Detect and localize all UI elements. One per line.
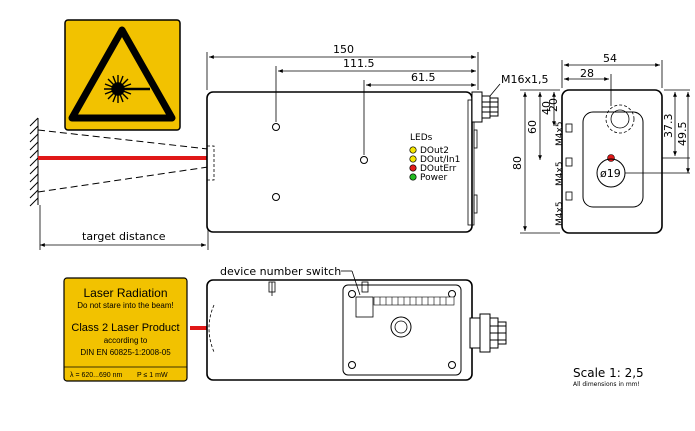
- device-number-switch: [355, 296, 374, 318]
- laser-label-class: Class 2 Laser Product: [71, 322, 179, 334]
- scale-note: All dimensions in mm!: [573, 381, 640, 388]
- led-dot-dout2: [409, 146, 417, 154]
- dim-54: 54: [603, 52, 617, 65]
- laser-warning-sign: [64, 19, 181, 131]
- dim-111-5: 111.5: [343, 57, 375, 70]
- dim-dia19: ø19: [600, 167, 621, 180]
- target-distance-label: target distance: [82, 230, 166, 243]
- laser-label-power: P ≤ 1 mW: [137, 372, 168, 379]
- led-dot-dout-in1: [409, 155, 417, 163]
- dim-m4x5-mid: M4x5: [555, 161, 565, 186]
- dim-28: 28: [580, 67, 594, 80]
- led-label-dout-in1: DOut/In1: [420, 155, 460, 165]
- dim-60: 60: [526, 120, 539, 134]
- led-dot-douterr: [409, 164, 417, 172]
- laser-beam: [37, 129, 209, 193]
- sensor-front-view: ø19: [561, 89, 663, 234]
- dim-20: 20: [547, 98, 560, 112]
- laser-label-wavelength: λ = 620...690 nm: [70, 372, 123, 379]
- dim-37-3: 37.3: [662, 114, 675, 139]
- dim-80: 80: [511, 156, 524, 170]
- dim-thread: M16x1,5: [501, 73, 549, 86]
- laser-label-warning: Do not stare into the beam!: [77, 301, 174, 310]
- sensor-body-side: [206, 91, 478, 233]
- sensor-body-bottom: [206, 279, 473, 381]
- laser-starburst-icon: [104, 75, 150, 103]
- laser-class-label: Laser Radiation Do not stare into the be…: [63, 277, 188, 382]
- leds-title: LEDs: [410, 133, 433, 143]
- dim-150: 150: [333, 43, 354, 56]
- laser-label-according: according to: [104, 336, 148, 345]
- led-label-power: Power: [420, 173, 448, 183]
- dim-m4x5-bottom: M4x5: [555, 201, 565, 226]
- led-legend: LEDs DOut2 DOut/In1 DOutErr Power: [409, 133, 460, 183]
- dim-40: 40: [540, 101, 553, 115]
- led-label-douterr: DOutErr: [420, 164, 456, 174]
- dim-49-5: 49.5: [676, 122, 689, 147]
- device-switch-leader: [341, 270, 361, 296]
- dim-61-5: 61.5: [411, 71, 436, 84]
- laser-aperture-dot: [607, 154, 615, 162]
- target-wall: [29, 117, 39, 207]
- scale-text: Scale 1: 2,5: [573, 366, 644, 380]
- target-distance-dimension: target distance: [39, 205, 209, 250]
- front-dimensions: [520, 60, 690, 234]
- cable-gland-side: [471, 91, 499, 123]
- side-dimensions: [206, 52, 501, 155]
- laser-label-title: Laser Radiation: [83, 286, 167, 300]
- led-dot-power: [409, 173, 417, 181]
- device-number-switch-label: device number switch: [220, 265, 341, 278]
- dim-m4x5-top: M4x5: [555, 121, 565, 146]
- led-label-dout2: DOut2: [420, 146, 449, 156]
- laser-label-standard: DIN EN 60825-1:2008-05: [80, 348, 171, 357]
- cable-gland-bottom: [469, 313, 507, 353]
